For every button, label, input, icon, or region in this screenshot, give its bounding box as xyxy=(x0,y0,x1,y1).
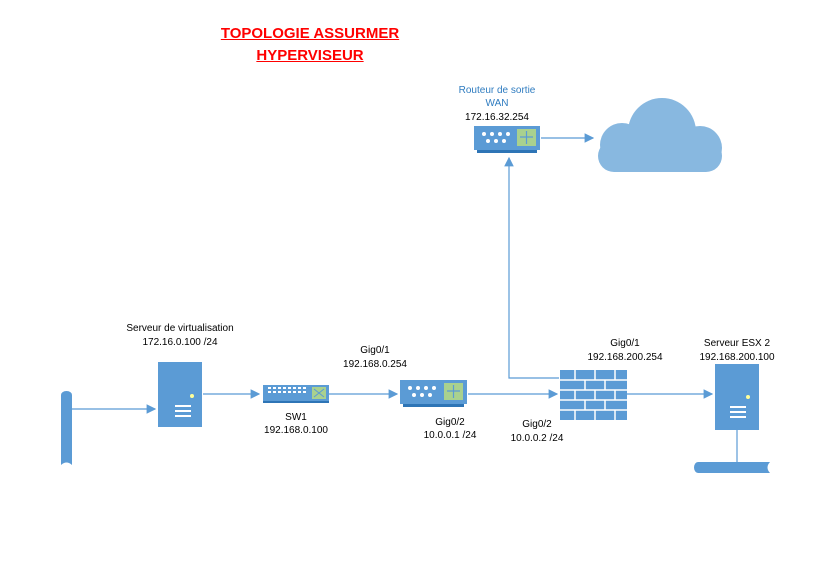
router-bottom-ip: 10.0.0.1 /24 xyxy=(423,430,477,441)
wan-router-name-line1: Routeur de sortie xyxy=(458,85,536,96)
cloud-icon xyxy=(598,98,722,172)
link-firewall-to-wan-router xyxy=(504,156,559,379)
server-esx-icon xyxy=(715,364,759,462)
links xyxy=(72,133,714,414)
firewall-left-interface: Gig0/2 xyxy=(522,419,552,430)
diagram-title-line1: TOPOLOGIE ASSURMER xyxy=(220,25,400,42)
router-bottom-interface: Gig0/2 xyxy=(435,417,465,428)
router-top-ip: 192.168.0.254 xyxy=(343,359,407,370)
switch-sw1-icon xyxy=(263,385,329,403)
server-virt-name: Serveur de virtualisation xyxy=(126,323,234,334)
left-bus-icon xyxy=(61,391,72,465)
firewall-left-ip: 10.0.0.2 /24 xyxy=(510,433,564,444)
diagram-title-line2: HYPERVISEUR xyxy=(256,47,364,64)
firewall-top-ip: 192.168.200.254 xyxy=(587,352,663,363)
switch-ip: 192.168.0.100 xyxy=(264,425,328,436)
esx-ip: 192.168.200.100 xyxy=(699,352,775,363)
switch-name: SW1 xyxy=(285,412,307,423)
firewall-icon xyxy=(560,370,627,420)
router-icon xyxy=(400,380,467,407)
router-top-interface: Gig0/1 xyxy=(360,345,390,356)
esx-name: Serveur ESX 2 xyxy=(703,338,771,349)
right-bus-icon xyxy=(694,462,770,473)
server-virtualisation-icon xyxy=(158,362,202,427)
wan-router-icon xyxy=(474,126,540,153)
server-virt-ip: 172.16.0.100 /24 xyxy=(142,337,218,348)
firewall-top-interface: Gig0/1 xyxy=(610,338,640,349)
wan-router-name-line2: WAN xyxy=(485,98,509,109)
wan-router-ip: 172.16.32.254 xyxy=(465,112,529,123)
